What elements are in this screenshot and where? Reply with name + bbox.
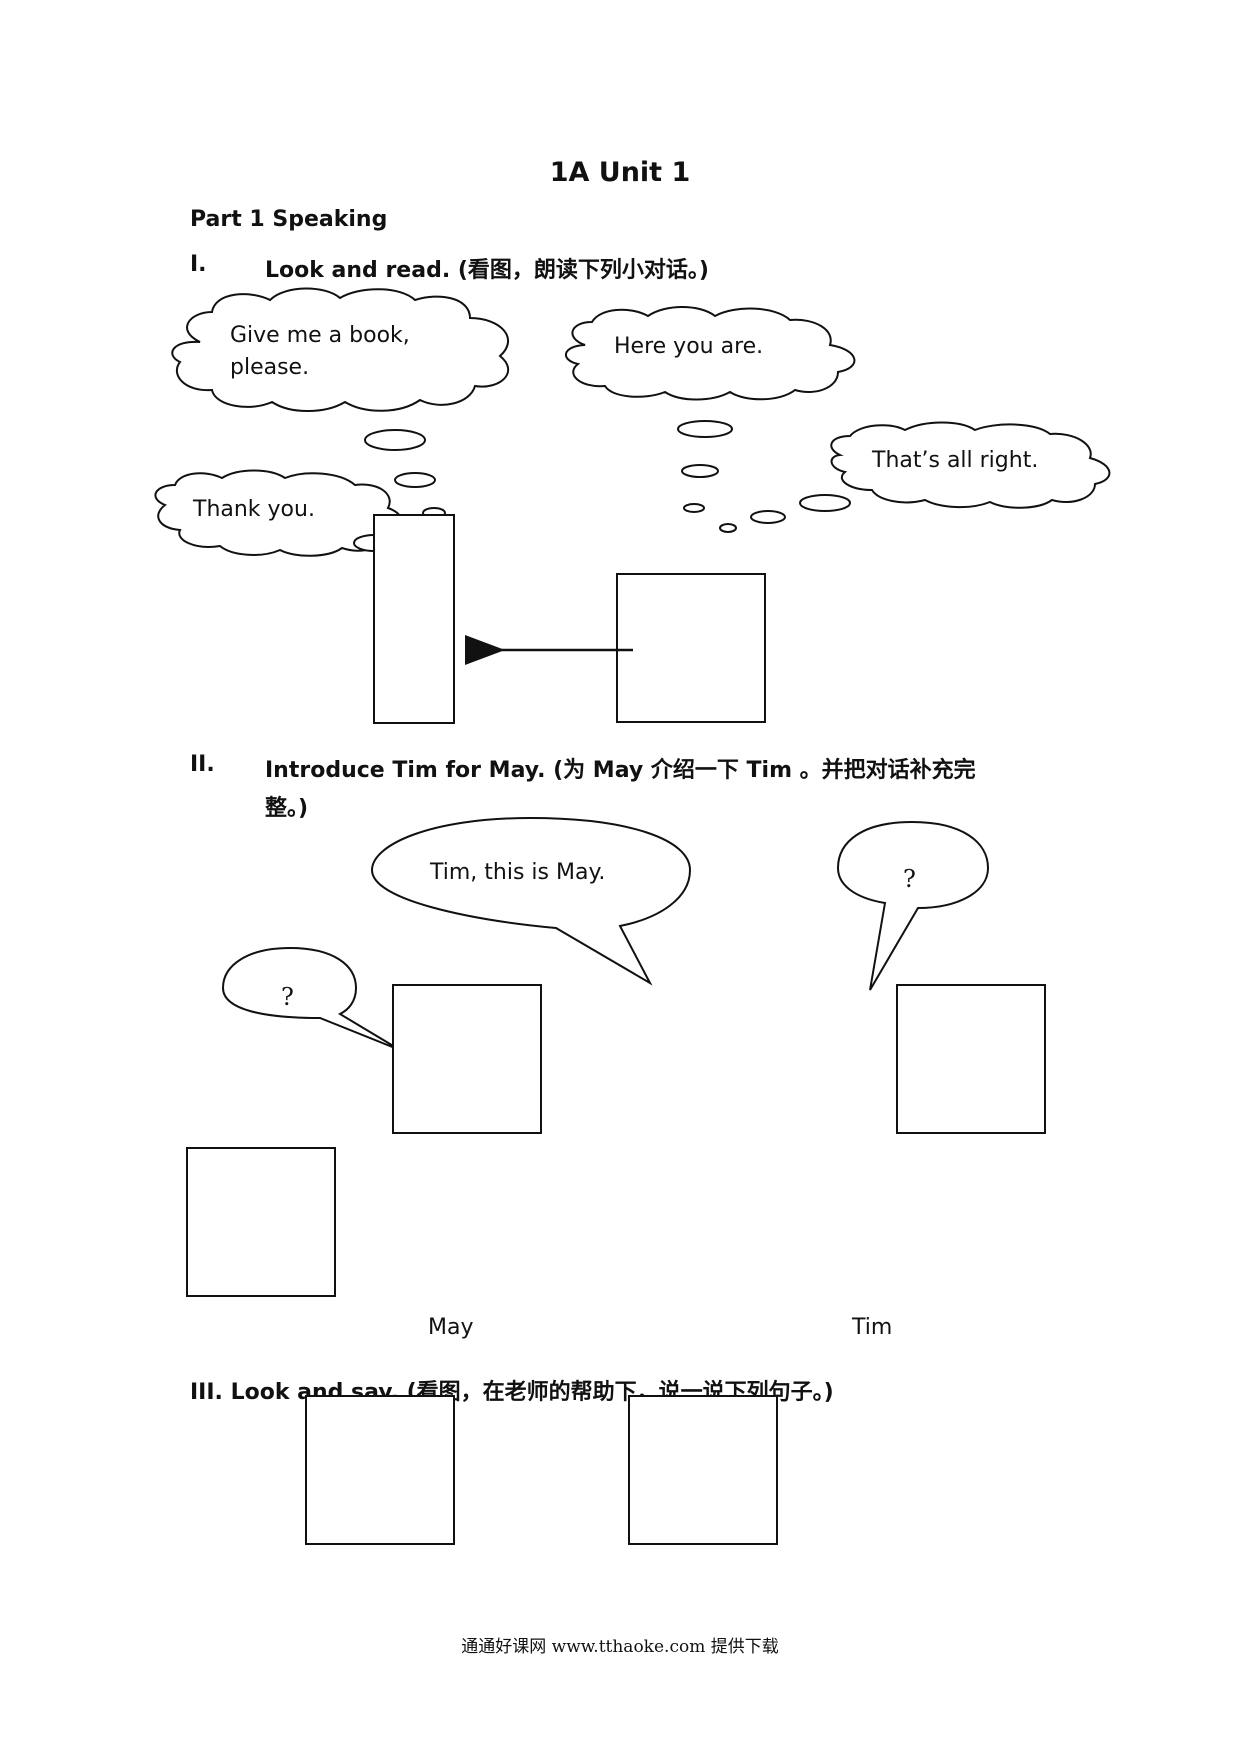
picture-box-say-1 xyxy=(305,1395,455,1545)
bubble-text-intro: Tim, this is May. xyxy=(430,860,606,885)
section-1-instruction: Look and read. (看图，朗读下列小对话。) xyxy=(265,258,709,283)
speech-bubble-question-right xyxy=(836,820,990,991)
speech-bubble-intro xyxy=(370,816,692,986)
bubble-text-here: Here you are. xyxy=(614,334,764,359)
bubble-question-left: ? xyxy=(281,983,294,1011)
speech-bubble-question-left xyxy=(221,946,401,1051)
thought-cloud-give-book xyxy=(171,287,510,412)
bubble-text-all-right: That’s all right. xyxy=(872,448,1039,473)
bubble-text-give-line1: Give me a book, xyxy=(230,323,410,348)
picture-box-square xyxy=(616,573,766,723)
part-heading: Part 1 Speaking xyxy=(190,207,388,232)
thought-dot xyxy=(719,523,737,533)
section-1-number: I. xyxy=(190,252,207,277)
bubble-text-thanks: Thank you. xyxy=(193,497,315,522)
picture-box-may xyxy=(392,984,542,1134)
thought-dot xyxy=(799,494,851,512)
bubble-question-right: ? xyxy=(903,865,916,893)
page-title: 1A Unit 1 xyxy=(549,157,691,188)
section-2-instruction-line2: 整。) xyxy=(265,796,309,821)
thought-dot xyxy=(394,472,436,488)
thought-cloud-here-you-are xyxy=(565,306,856,401)
section-2-number: II. xyxy=(190,752,215,777)
picture-box-tall xyxy=(373,514,455,724)
picture-box-tim xyxy=(896,984,1046,1134)
thought-dot xyxy=(677,420,733,438)
picture-box-say-2 xyxy=(628,1395,778,1545)
section-2-instruction-line1: Introduce Tim for May. (为 May 介绍一下 Tim 。… xyxy=(265,758,976,783)
bubble-text-give-line2: please. xyxy=(230,355,310,380)
thought-dot xyxy=(683,503,705,513)
thought-dot xyxy=(750,510,786,524)
label-tim: Tim xyxy=(852,1315,893,1340)
label-may: May xyxy=(428,1315,474,1340)
footer-source: 通通好课网 www.tthaoke.com 提供下载 xyxy=(461,1637,779,1657)
thought-dot xyxy=(364,429,426,451)
thought-dot xyxy=(681,464,719,478)
thought-cloud-thats-all-right xyxy=(830,421,1111,509)
picture-box-bottom-left xyxy=(186,1147,336,1297)
